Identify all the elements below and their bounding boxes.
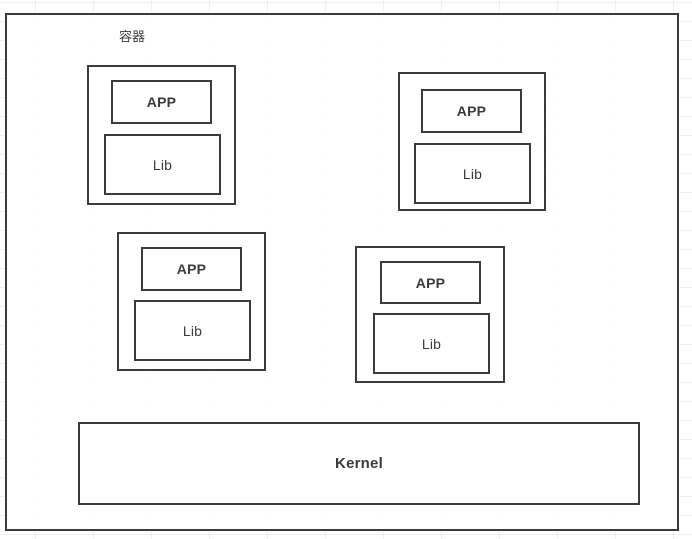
app-box-1[interactable]: APP [111, 80, 212, 124]
lib-label: Lib [421, 335, 442, 352]
app-box-2[interactable]: APP [421, 89, 522, 133]
lib-box-2[interactable]: Lib [414, 143, 531, 204]
lib-label: Lib [462, 165, 483, 182]
container-box-4[interactable]: APP Lib [355, 246, 505, 383]
app-label: APP [456, 103, 487, 119]
app-box-3[interactable]: APP [141, 247, 242, 291]
app-label: APP [146, 94, 177, 110]
kernel-box[interactable]: Kernel [78, 422, 640, 505]
container-box-1[interactable]: APP Lib [87, 65, 236, 205]
container-box-2[interactable]: APP Lib [398, 72, 546, 211]
lib-box-3[interactable]: Lib [134, 300, 251, 361]
app-label: APP [176, 261, 207, 277]
container-box-3[interactable]: APP Lib [117, 232, 266, 371]
lib-label: Lib [182, 322, 203, 339]
kernel-label: Kernel [335, 455, 383, 472]
lib-label: Lib [152, 156, 173, 173]
lib-box-1[interactable]: Lib [104, 134, 221, 195]
container-caption-label: 容器 [119, 30, 146, 45]
app-box-4[interactable]: APP [380, 261, 481, 304]
lib-box-4[interactable]: Lib [373, 313, 490, 374]
app-label: APP [415, 274, 446, 291]
